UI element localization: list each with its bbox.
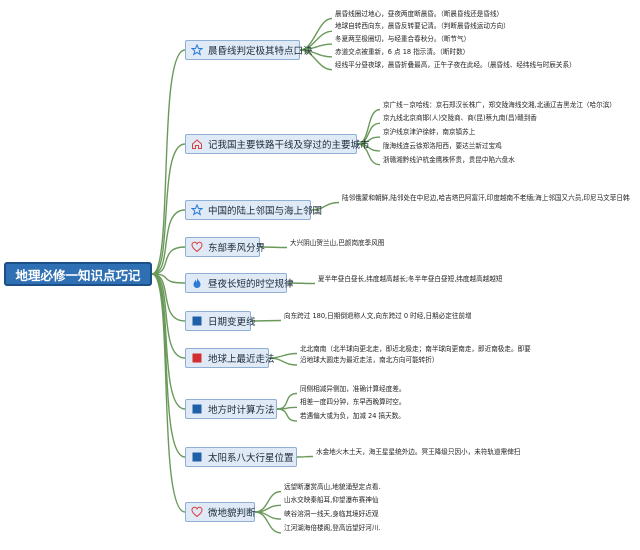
leaf-text: 同侧相减异侧加，准确计算经度差。 [300,384,406,393]
heart-icon [190,505,204,519]
branch-node-10[interactable]: 微地貌判断 [185,502,256,522]
connector-line [151,273,186,359]
leaf-text: 浙赣湘黔线沪杭金鹰株怀贵，贵昆中陷六盘水 [383,155,515,164]
connector-line [286,282,316,285]
connector-line [151,273,186,284]
leaf-text: 地球自转西向东，晨昏反转要记清。（判断晨昏线运动方向） [335,22,510,31]
connector-line [151,209,186,275]
flag-icon [190,402,204,416]
leaf-text: 夏半年昼白昼长,纬度越高越长;冬半年昼白昼短,纬度越高越越短 [318,274,503,283]
connector-line [356,143,381,166]
branch-label: 地球上最近走法 [208,354,275,365]
connector-line [296,455,314,458]
leaf-text: 陆邻俄蒙和朝鲜,陆邻处在中尼边,哈吉塔巴阿富汗,印度越南不老缅;海上邻国又六员,… [342,193,630,202]
leaf-text: 远望断瀑赏高山,地貌涌型定点看. [284,482,381,491]
star-icon [190,203,204,217]
branch-label: 中国的陆上邻国与海上邻国 [208,206,323,217]
flag-icon [190,450,204,464]
leaf-text: 峡谷溶洞一线天,身临其境好近观 [284,510,379,519]
branch-node-8[interactable]: 地方时计算方法 [185,399,277,419]
leaf-text: 陇海线连云徐郑洛阳西，要达兰新过宝鸡 [383,142,502,150]
connector-line [310,201,340,211]
branch-label: 地方时计算方法 [208,405,275,416]
leaf-text: 冬夏两至极圈切，与经重合春秋分。（断节气） [335,35,471,44]
branch-label: 日期变更线 [208,317,256,328]
connector-line [151,273,186,458]
branch-node-3[interactable]: 中国的陆上邻国与海上邻国 [185,200,322,220]
branch-node-9[interactable]: 太阳系八大行星位置 [185,447,297,467]
leaf-text: 向东跨过 180,日期倒退称人文,向东跨过 0 时经,日期必定往前增 [284,311,472,320]
home-icon [190,137,204,151]
leaf-text: 晨昏线圈过地心，昼夜两度断晨昏。（断晨昏线还是昏线） [335,9,504,18]
flag-icon [190,314,204,328]
leaf-text: 京沪线京津沪徐蚌，南京镇苏上 [383,128,476,137]
root-node[interactable]: 地理必修一知识点巧记 [4,262,152,286]
branch-node-6[interactable]: 日期变更线 [185,311,256,331]
connector-line [151,273,186,410]
leaf-text: 京广线－京哈线：京石郑汉长株广，郑交陇海线交湘,北通辽吉黑龙江（哈尔滨） [383,100,616,109]
leaf-text: 山水交映秦船耳,仰望瀑布赛神仙 [284,496,379,505]
connector-line [151,273,186,322]
branch-label: 晨昏线判定极其特点口诀 [208,46,313,57]
connector-line [268,357,298,366]
branch-node-5[interactable]: 昼夜长短的时空规律 [185,273,294,293]
leaf-text: 水金地火木土天，海王星星统外边。冥王降级只因小，未符轨道需俾扫 [316,447,521,456]
connector-line [151,49,186,275]
branch-node-4[interactable]: 东部季风分界 [185,237,265,257]
branch-node-2[interactable]: 记我国主要铁路干线及穿过的主要城市 [185,134,370,154]
star-icon [190,43,204,57]
connector-line [250,319,282,322]
leaf-text: 大兴阴山贺兰山,巴颜岗底季风图 [290,238,385,247]
leaf-text: 北北南南（北半球向更北走，即近北极走；南半球向更南走，即近南极走。即要 [300,344,531,353]
leaf-text: 赤道交点被重新，6 点 18 指示清。（断时数） [335,48,470,56]
leaf-text: 相差一度四分钟，东早西晚算时空。 [300,398,406,407]
branch-label: 昼夜长短的时空规律 [208,279,294,290]
leaf-text: 京九线北京商邯(人)交陇商、商(昆)蔡九南(昌)赣到香 [383,114,537,123]
leaf-text: 江河湖海倍楼阁,登高远望好河川. [284,524,381,532]
heart-icon [190,240,204,254]
branch-node-1[interactable]: 晨昏线判定极其特点口诀 [185,40,313,60]
root-label: 地理必修一知识点巧记 [15,267,141,283]
connector-line [254,511,282,534]
leaf-text: 若遇偏大或为负，加减 24 搞天数。 [300,412,405,421]
branch-node-7[interactable]: 地球上最近走法 [185,348,275,368]
branch-label: 东部季风分界 [208,243,266,254]
connector-line [259,246,288,249]
connector-line [151,273,186,513]
branch-label: 太阳系八大行星位置 [208,453,294,464]
connector-line [299,49,333,71]
red-flag-icon [190,351,204,365]
leaf-text: 沿地球大圆走为最近走法，南北方向可能转折） [300,356,439,365]
branch-label: 微地貌判断 [208,508,256,519]
branch-label: 记我国主要铁路干线及穿过的主要城市 [208,140,370,151]
connector-line [151,246,186,275]
leaf-text: 经线平分昼夜球，晨昏折叠最高，正午子夜在此经。（晨昏线、经纬线与时辰关系） [335,60,576,69]
connector-line [276,408,298,422]
connector-line [151,143,186,275]
flame-icon [190,276,204,290]
